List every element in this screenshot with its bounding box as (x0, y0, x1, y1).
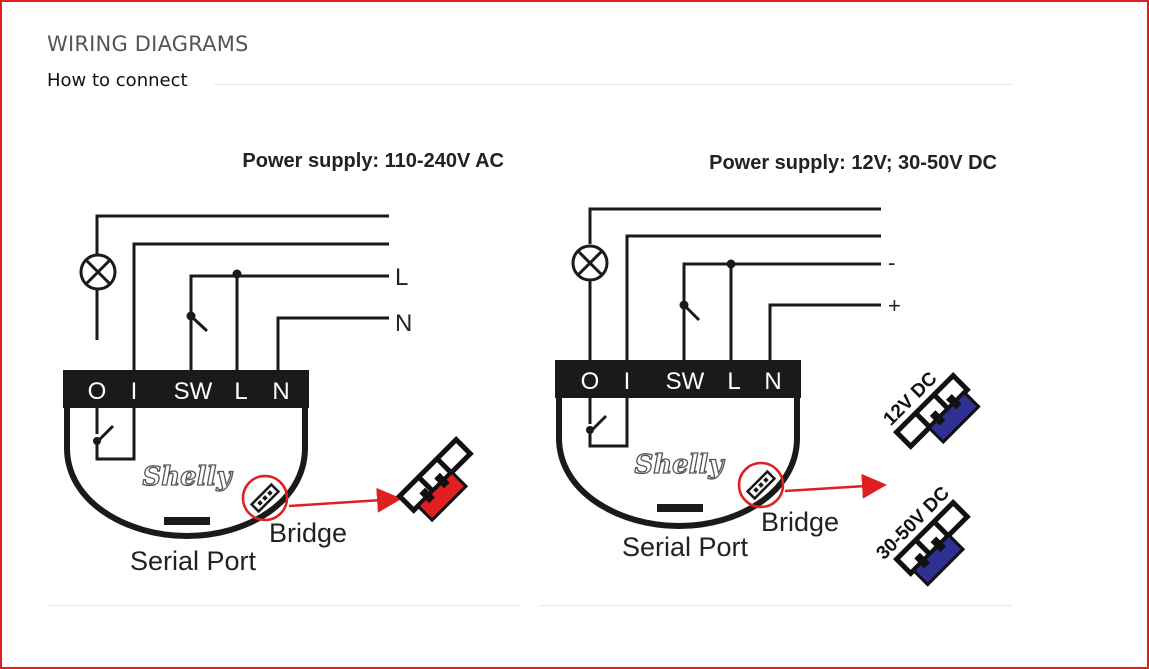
ac-bridge-label: Bridge (269, 518, 347, 548)
ac-wiring-diagram: Power supply: 110-240V AC L N O I SW L (47, 128, 520, 606)
section-subtitle: How to connect (47, 70, 188, 91)
ac-bridge-arrow (288, 487, 402, 513)
dc-terminal-l: L (727, 368, 740, 395)
ac-line-label-n: N (395, 310, 412, 337)
dc-wires (588, 207, 881, 360)
dc-bridge-label: Bridge (761, 507, 839, 537)
subtitle-divider (214, 84, 1012, 85)
dc-jumper-12v: 12V DC (880, 368, 981, 450)
ac-jumper-detail (396, 436, 474, 523)
dc-wiring-diagram: Power supply: 12V; 30-50V DC - + O I SW (539, 128, 1012, 606)
dc-terminal-i: I (624, 368, 631, 395)
ac-terminal-o: O (88, 378, 107, 405)
ac-terminal-i: I (131, 378, 138, 405)
ac-serial-port-label: Serial Port (130, 546, 257, 576)
dc-terminal-o: O (581, 368, 600, 395)
ac-wires (95, 214, 389, 370)
lamp-icon (571, 244, 609, 360)
dc-jumper-30-50v: 30-50V DC (873, 483, 971, 587)
ac-bridge-highlight (241, 474, 289, 522)
ac-line-label-l: L (395, 264, 408, 291)
dc-diagram-svg: Power supply: 12V; 30-50V DC - + O I SW (555, 152, 997, 587)
ac-switch-pivot (186, 311, 196, 321)
dc-terminal-n: N (764, 368, 781, 395)
lamp-icon (79, 253, 117, 291)
dc-terminal-block (555, 360, 801, 398)
ac-brand-logo: Shelly (142, 462, 233, 492)
ac-diagram-svg: Power supply: 110-240V AC L N O I SW L (63, 150, 504, 576)
ac-power-supply-label: Power supply: 110-240V AC (242, 150, 504, 172)
dc-bridge-connector (745, 469, 777, 501)
dc-line-label-minus: - (888, 250, 895, 275)
ac-device-body (64, 402, 308, 540)
section-title: WIRING DIAGRAMS (47, 32, 249, 56)
ac-terminal-sw: SW (174, 378, 213, 405)
ac-bridge-connector (249, 482, 281, 514)
dc-bridge-highlight (737, 461, 785, 509)
dc-brand-logo: Shelly (634, 450, 725, 480)
ac-junction-dot (232, 269, 242, 279)
ac-terminal-l: L (234, 378, 247, 405)
dc-bridge-arrow (784, 473, 887, 499)
ac-serial-port-connector (164, 517, 210, 525)
dc-power-supply-label: Power supply: 12V; 30-50V DC (709, 152, 997, 174)
dc-line-label-plus: + (888, 293, 901, 318)
ac-terminal-block (63, 370, 309, 408)
dc-terminal-sw: SW (666, 368, 705, 395)
dc-serial-port-connector (657, 504, 703, 512)
dc-serial-port-label: Serial Port (622, 532, 749, 562)
ac-terminal-n: N (272, 378, 289, 405)
dc-device-body (556, 392, 800, 530)
